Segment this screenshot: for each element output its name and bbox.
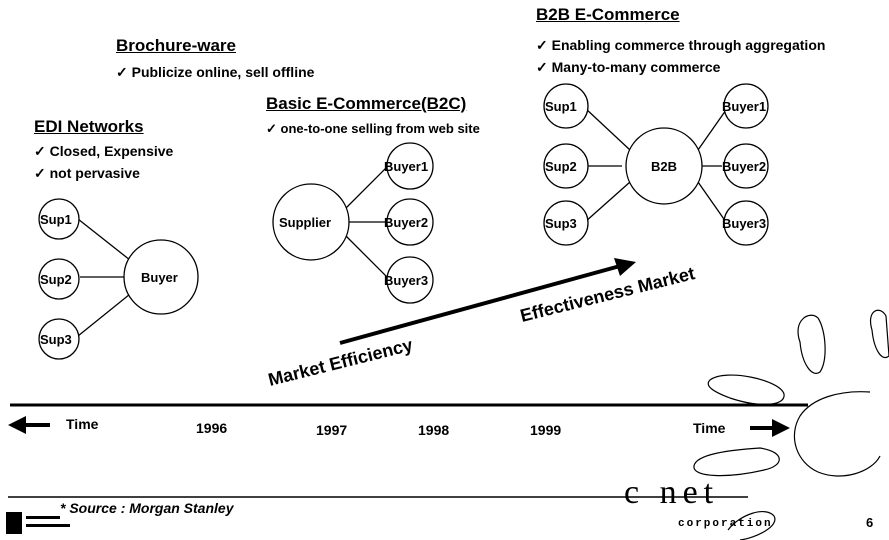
- b2b-hub-node: [625, 127, 703, 205]
- b2c-diagram: [272, 142, 434, 304]
- b2c-buyer1-node: [386, 142, 434, 190]
- brochure-ware-title: Brochure-ware: [116, 36, 236, 55]
- b2b-title: B2B E-Commerce: [536, 5, 680, 24]
- b2c-buyer3-label: Buyer3: [384, 273, 428, 288]
- b2b-buyer3-link: [697, 181, 727, 223]
- edi-sup2-node: [38, 258, 80, 300]
- b2b-buyer1-label: Buyer1: [722, 99, 766, 114]
- source-citation: * Source : Morgan Stanley: [60, 500, 234, 516]
- edi-bullet-1: ✓ Closed, Expensive: [34, 143, 174, 159]
- edi-network-diagram: [38, 198, 199, 360]
- b2b-sup3-label: Sup3: [545, 216, 577, 231]
- right-arrow-icon: [750, 419, 790, 437]
- trend-arrow: [339, 258, 636, 345]
- b2b-bullet-1: ✓ Enabling commerce through aggregation: [536, 37, 826, 53]
- b2b-hub-label: B2B: [651, 159, 677, 174]
- edi-link-3: [77, 289, 136, 337]
- cnet-logo-text: c net: [624, 474, 720, 511]
- edi-sup1-label: Sup1: [40, 212, 72, 227]
- b2b-buyer3-label: Buyer3: [722, 216, 766, 231]
- b2b-sup2-node: [543, 143, 589, 189]
- b2b-buyer2-node: [723, 143, 769, 189]
- footer-small-print-line-2: [26, 524, 70, 527]
- b2c-link-1: [345, 165, 389, 209]
- edi-link-1: [77, 218, 136, 265]
- b2b-sup3-link: [584, 181, 631, 223]
- b2b-sup3-node: [543, 200, 589, 246]
- b2c-buyer2-node: [386, 198, 434, 246]
- b2b-diagram: [543, 83, 769, 246]
- b2c-buyer2-label: Buyer2: [384, 215, 428, 230]
- edi-bullet-2: ✓ not pervasive: [34, 165, 140, 181]
- decorative-logo-shapes: [693, 309, 889, 540]
- edi-sup2-label: Sup2: [40, 272, 72, 287]
- effectiveness-market-label: Effectiveness Market: [518, 263, 697, 326]
- year-1997: 1997: [316, 422, 348, 438]
- year-1998: 1998: [418, 422, 450, 438]
- footer-small-print-line-1: [26, 516, 60, 519]
- brochure-ware-bullet-1: ✓ Publicize online, sell offline: [116, 64, 315, 80]
- b2c-supplier-node: [272, 183, 350, 261]
- b2b-sup2-label: Sup2: [545, 159, 577, 174]
- b2c-link-3: [345, 235, 389, 279]
- page-number: 6: [866, 515, 874, 530]
- left-arrow-icon: [8, 416, 50, 434]
- b2b-sup1-link: [584, 107, 631, 151]
- cnet-logo-subtitle: corporation: [678, 518, 773, 530]
- b2b-buyer3-node: [723, 200, 769, 246]
- edi-buyer-node: [123, 239, 199, 315]
- trend-arrow-line: [339, 264, 621, 345]
- b2c-buyer1-label: Buyer1: [384, 159, 428, 174]
- year-1996: 1996: [196, 420, 228, 436]
- b2b-buyer1-node: [723, 83, 769, 129]
- edi-sup1-node: [38, 198, 80, 240]
- edi-title: EDI Networks: [34, 117, 144, 136]
- time-label-left: Time: [66, 416, 99, 432]
- b2b-buyer1-link: [697, 109, 727, 151]
- b2c-supplier-label: Supplier: [279, 215, 331, 230]
- edi-sup3-node: [38, 318, 80, 360]
- footer-logo-block: [6, 512, 22, 534]
- b2c-buyer3-node: [386, 256, 434, 304]
- b2b-sup1-node: [543, 83, 589, 129]
- b2b-sup1-label: Sup1: [545, 99, 577, 114]
- b2c-title: Basic E-Commerce(B2C): [266, 94, 467, 113]
- time-label-right: Time: [693, 420, 726, 436]
- b2b-buyer2-label: Buyer2: [722, 159, 766, 174]
- b2c-bullet-1: ✓ one-to-one selling from web site: [266, 121, 480, 136]
- trend-arrowhead-icon: [614, 258, 636, 276]
- edi-buyer-label: Buyer: [141, 270, 178, 285]
- b2b-bullet-2: ✓ Many-to-many commerce: [536, 59, 721, 75]
- year-1999: 1999: [530, 422, 562, 438]
- edi-sup3-label: Sup3: [40, 332, 72, 347]
